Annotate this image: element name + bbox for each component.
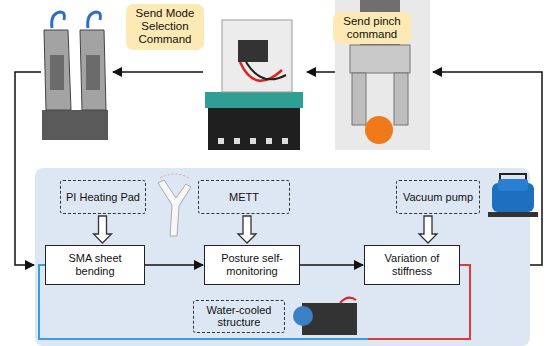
controller-base [208, 105, 300, 150]
gripper-finger [44, 30, 71, 110]
pump-motor [498, 179, 528, 191]
gripper-palm [350, 45, 410, 73]
button [282, 138, 288, 144]
controller-photo [205, 20, 303, 150]
vacuum-pump-photo [488, 174, 538, 217]
box-text: Send Mode Selection Command [131, 7, 199, 47]
wire [340, 298, 356, 303]
wire-arrow [15, 72, 41, 265]
flow-arrow [300, 264, 363, 266]
button [218, 138, 224, 144]
button [266, 138, 272, 144]
process-box: SMA sheet bending [45, 245, 145, 285]
box-text: Vacuum pump [403, 191, 473, 204]
flow-arrow [145, 265, 203, 266]
gripper-finger [80, 30, 106, 110]
flow-arrow [145, 264, 203, 266]
blue-clip [52, 12, 65, 28]
component-box: Vacuum pump [396, 180, 480, 214]
component-box: METT [198, 180, 290, 214]
pump-base [488, 212, 538, 217]
box-text: PI Heating Pad [66, 191, 140, 204]
process-box: Posture self-monitoring [204, 245, 300, 285]
water-pump-photo [293, 298, 357, 335]
gripper-finger [394, 73, 408, 125]
process-panel [35, 168, 530, 346]
chip [238, 40, 268, 62]
controller-module [222, 20, 292, 92]
orange [365, 116, 393, 144]
photo-ground [335, 0, 430, 150]
box-text: Variation of stiffness [370, 252, 454, 277]
blue-clip [88, 12, 101, 28]
wire [246, 62, 286, 79]
process-box: Variation of stiffness [364, 245, 460, 285]
box-text: Posture self-monitoring [210, 252, 294, 277]
wire-arrow [433, 72, 542, 265]
hollow-arrow [94, 216, 112, 243]
pump-head [293, 306, 313, 326]
command-callout: Send Mode Selection Command [126, 4, 204, 50]
hollow-arrow [238, 216, 256, 243]
hollow-arrow [238, 216, 256, 243]
box-text: SMA sheet bending [51, 252, 139, 277]
sma-icon [158, 174, 191, 236]
signal-wires [15, 72, 542, 265]
component-box: PI Heating Pad [60, 180, 146, 214]
box-text: Water-cooled structure [199, 304, 279, 329]
box-text: METT [229, 191, 259, 204]
box-text: Send pinch command [338, 15, 406, 41]
pinch-photo [335, 0, 430, 150]
gripper-base [42, 110, 108, 140]
gripper-finger [352, 73, 366, 125]
wire-arrow [307, 71, 335, 73]
hollow-arrow [94, 216, 112, 243]
finger-cutout [86, 55, 100, 90]
finger-cutout [50, 55, 64, 90]
button [234, 138, 240, 144]
flow-arrow [300, 265, 363, 266]
component-box: Water-cooled structure [193, 300, 285, 333]
bend-curve [160, 174, 189, 178]
controller-board [205, 92, 303, 108]
sma-sheet [158, 180, 191, 236]
wire-arrow [113, 71, 203, 73]
gripper-drawing [42, 12, 108, 140]
hollow-arrow [419, 216, 437, 243]
command-callout: Send pinch command [333, 12, 411, 44]
button [250, 138, 256, 144]
hollow-arrow [419, 216, 437, 243]
